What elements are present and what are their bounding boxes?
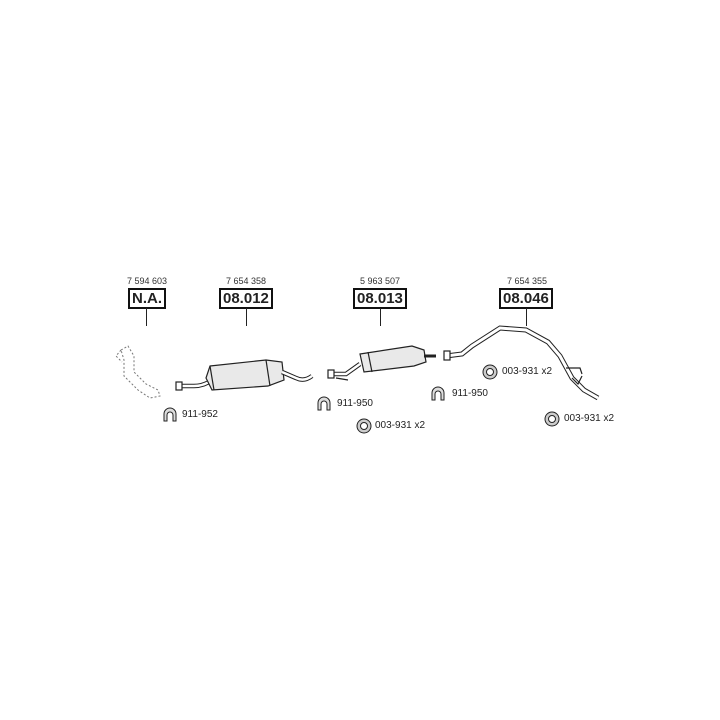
leader-line — [526, 308, 527, 326]
hardware-label: 911-950 — [337, 398, 373, 409]
oem-number: 7 654 355 — [507, 276, 548, 286]
part-code-box[interactable]: 08.013 — [353, 288, 407, 309]
leader-line — [146, 308, 147, 326]
hardware-label: 003-931 x2 — [564, 413, 615, 424]
gasket-ring-icon — [544, 411, 560, 427]
oem-number: 5 963 507 — [360, 276, 401, 286]
front-pipe-08046 — [443, 325, 600, 401]
front-pipe-na — [115, 345, 161, 399]
oem-number: 7 594 603 — [127, 276, 168, 286]
gasket-ring-icon — [356, 418, 372, 434]
hardware-label: 003-931 x2 — [502, 366, 553, 377]
leader-line — [246, 308, 247, 326]
middle-silencer-08012 — [175, 359, 314, 391]
part-code-box[interactable]: 08.046 — [499, 288, 553, 309]
part-code-box[interactable]: 08.012 — [219, 288, 273, 309]
hardware-label: 911-950 — [452, 388, 488, 399]
part-code-box[interactable]: N.A. — [128, 288, 166, 309]
hardware-label: 003-931 x2 — [375, 420, 426, 431]
gasket-ring-icon — [482, 364, 498, 380]
clamp-icon — [431, 386, 445, 401]
clamp-icon — [317, 396, 331, 411]
leader-line — [380, 308, 381, 326]
clamp-icon — [163, 407, 177, 422]
oem-number: 7 654 358 — [226, 276, 267, 286]
hardware-label: 911-952 — [182, 409, 218, 420]
rear-silencer-08013 — [327, 345, 436, 381]
